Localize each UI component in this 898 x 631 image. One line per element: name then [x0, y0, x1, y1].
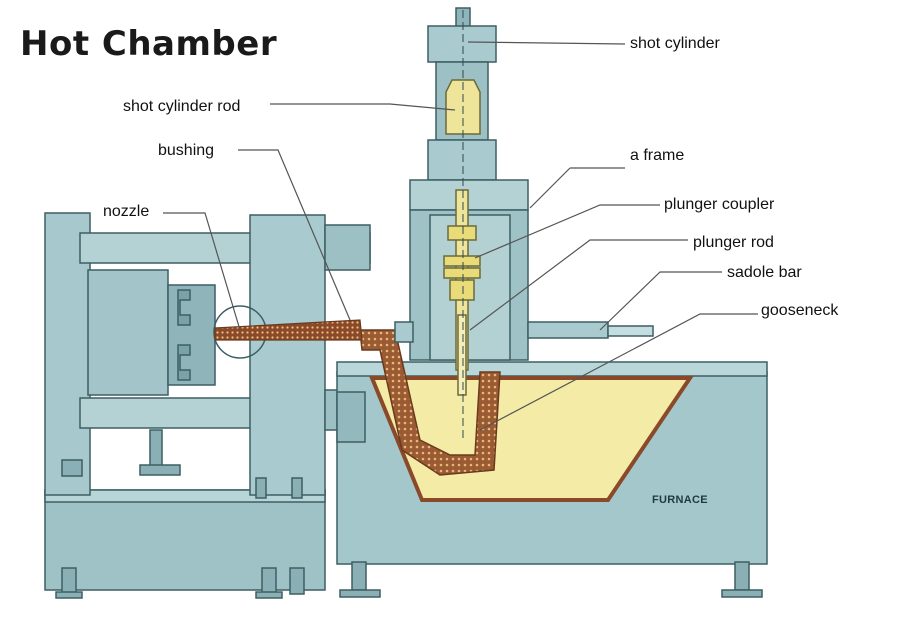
- label-nozzle: nozzle: [103, 203, 150, 220]
- a-frame: [409, 179, 529, 211]
- diagram-title: Hot Chamber: [20, 24, 278, 64]
- leader-lines: [163, 41, 758, 431]
- label-sadole-bar: sadole bar: [727, 264, 802, 281]
- shot-unit: [394, 7, 654, 396]
- label-plunger-rod: plunger rod: [693, 234, 774, 251]
- leader-sadole-bar: [599, 271, 722, 331]
- leader-shot-cylinder-rod: [270, 103, 456, 111]
- shot-cylinder-cap: [427, 25, 497, 63]
- leader-bushing: [238, 149, 351, 321]
- label-a-frame: a frame: [630, 147, 685, 164]
- tie-bar-lower: [79, 397, 271, 429]
- leader-a-frame: [529, 167, 625, 209]
- leader-plunger-rod: [469, 239, 688, 331]
- clamping-unit: [44, 212, 371, 599]
- label-furnace: FURNACE: [652, 494, 708, 506]
- leader-shot-cylinder: [467, 41, 626, 45]
- clamping-base: [44, 489, 326, 591]
- saddle-bar: [527, 321, 609, 339]
- label-bushing: bushing: [158, 142, 215, 159]
- leader-nozzle: [163, 212, 241, 331]
- label-shot-cylinder: shot cylinder: [630, 35, 720, 52]
- leader-gooseneck: [479, 313, 758, 431]
- gooseneck-shape: [214, 319, 501, 476]
- leader-plunger-coupler: [474, 204, 660, 259]
- label-plunger-coupler: plunger coupler: [664, 196, 775, 213]
- stationary-platen: [249, 214, 326, 496]
- label-gooseneck: gooseneck: [761, 302, 839, 319]
- plunger-coupler: [443, 255, 481, 267]
- moving-platen: [87, 269, 169, 396]
- label-shot-cylinder-rod: shot cylinder rod: [123, 98, 241, 115]
